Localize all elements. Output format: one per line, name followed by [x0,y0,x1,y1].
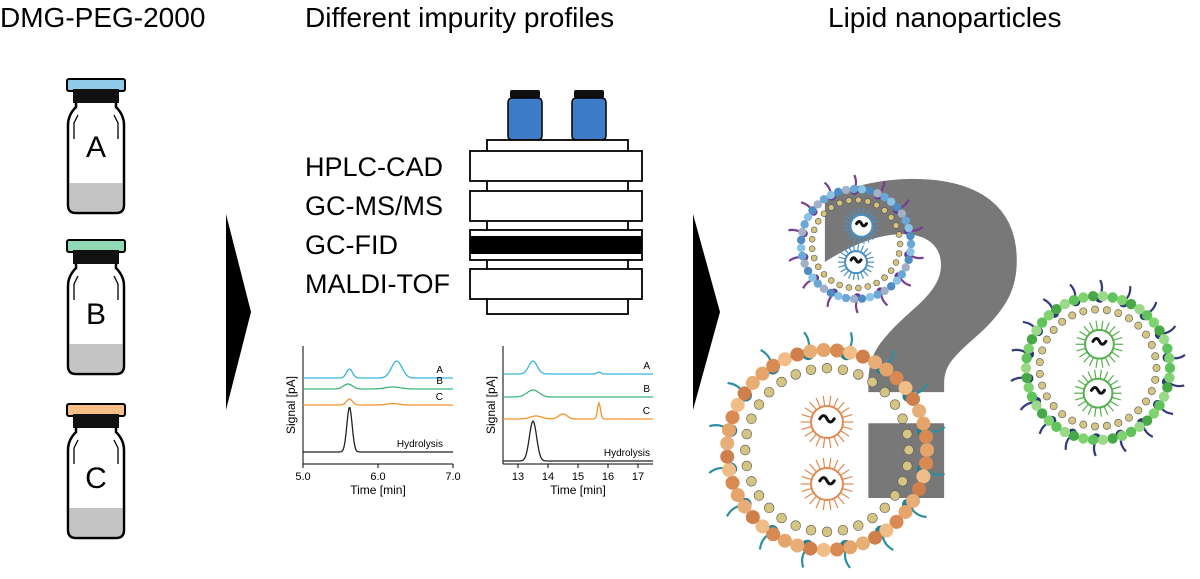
method-slot-hplc-cad [469,150,643,182]
arrow-right-1 [226,214,251,410]
series-label-b: B [436,376,443,387]
method-gc-ms-ms: GC-MS/MS [305,191,443,221]
vial-b: B [66,239,126,376]
series-line-b [503,389,653,398]
vial-label-b: B [86,298,106,331]
series-line-c [303,398,453,406]
series-line-a [503,360,653,375]
series-label-a: A [436,365,443,376]
x-tick-label: 15 [572,471,584,483]
sample-bottle-1 [507,89,543,141]
method-slot-gc-ms-ms [469,190,643,222]
x-tick-label: 7.0 [445,471,460,483]
analytical-instrument [469,89,643,315]
series-label-b: B [643,384,650,395]
heading-lipid-nanoparticles: Lipid nanoparticles [828,2,1062,33]
x-tick-label: 14 [542,471,554,483]
series-line-hydrolysis [303,407,453,453]
series-label-hydrolysis: Hydrolysis [397,439,443,450]
arrow-right-2 [693,214,720,410]
sample-bottle-2 [571,89,607,141]
x-tick-label: 16 [602,471,614,483]
question-mark-glyph: ? [795,100,1044,579]
heading-dmg-peg-2000: DMG-PEG-2000 [0,2,206,33]
x-axis-label: Time [min] [350,483,406,497]
vial-a: A [66,78,126,215]
lipid-nanoparticle-orange [708,331,946,569]
lipid-nanoparticle-blue [788,174,924,314]
series-label-c: C [643,406,650,417]
series-label-hydrolysis: Hydrolysis [604,448,650,459]
x-axis-label: Time [min] [550,483,606,497]
series-line-c [503,400,653,420]
method-hplc-cad: HPLC-CAD [305,152,443,182]
x-tick-label: 17 [632,471,644,483]
heading-impurity-profiles: Different impurity profiles [305,2,615,33]
series-label-a: A [643,361,650,372]
method-gc-fid: GC-FID [305,230,398,260]
method-slot-maldi-tof [469,268,643,300]
y-axis-label: Signal [pA] [484,376,498,434]
vial-label-c: C [85,462,107,495]
method-list: HPLC-CAD GC-MS/MS GC-FID MALDI-TOF [305,152,450,299]
x-tick-label: 6.0 [370,471,385,483]
lipid-nanoparticle-green [1010,279,1186,457]
vial-c: C [66,403,126,540]
x-tick-label: 13 [512,471,524,483]
method-slot-gc-fid-highlight [470,236,642,254]
series-line-hydrolysis [503,419,653,462]
series-line-b [303,383,453,390]
y-axis-label: Signal [pA] [284,376,298,434]
series-line-a [303,360,453,379]
method-maldi-tof: MALDI-TOF [305,269,450,299]
vial-label-a: A [86,131,106,164]
x-tick-label: 5.0 [295,471,310,483]
series-label-c: C [436,392,443,403]
